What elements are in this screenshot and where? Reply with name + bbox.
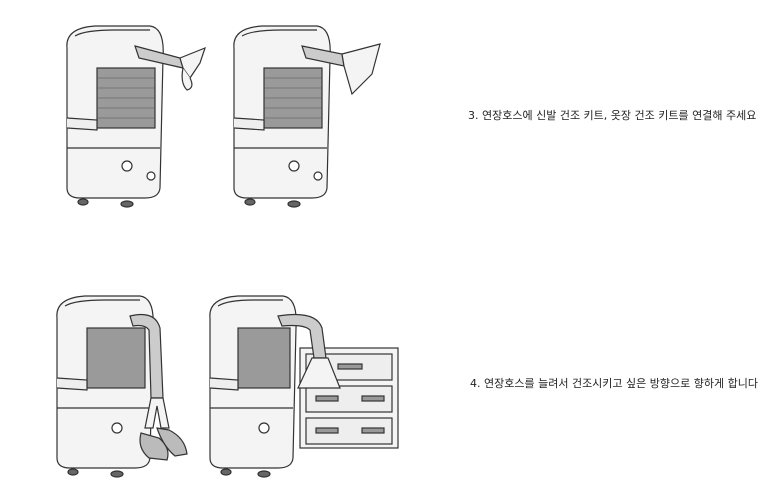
step-4-instruction: 4. 연장호스를 늘려서 건조시키고 싶은 방향으로 향하게 합니다: [470, 377, 758, 390]
shoe-kit-attached-illustration: [66, 25, 206, 208]
hose-to-shoes-illustration: [56, 295, 188, 478]
step-3-instruction: 3. 연장호스에 신발 건조 키트, 옷장 건조 키트를 연결해 주세요: [468, 109, 757, 122]
clothes-kit-attached-illustration: [233, 25, 381, 208]
hose-to-drawers-illustration: [209, 295, 399, 478]
